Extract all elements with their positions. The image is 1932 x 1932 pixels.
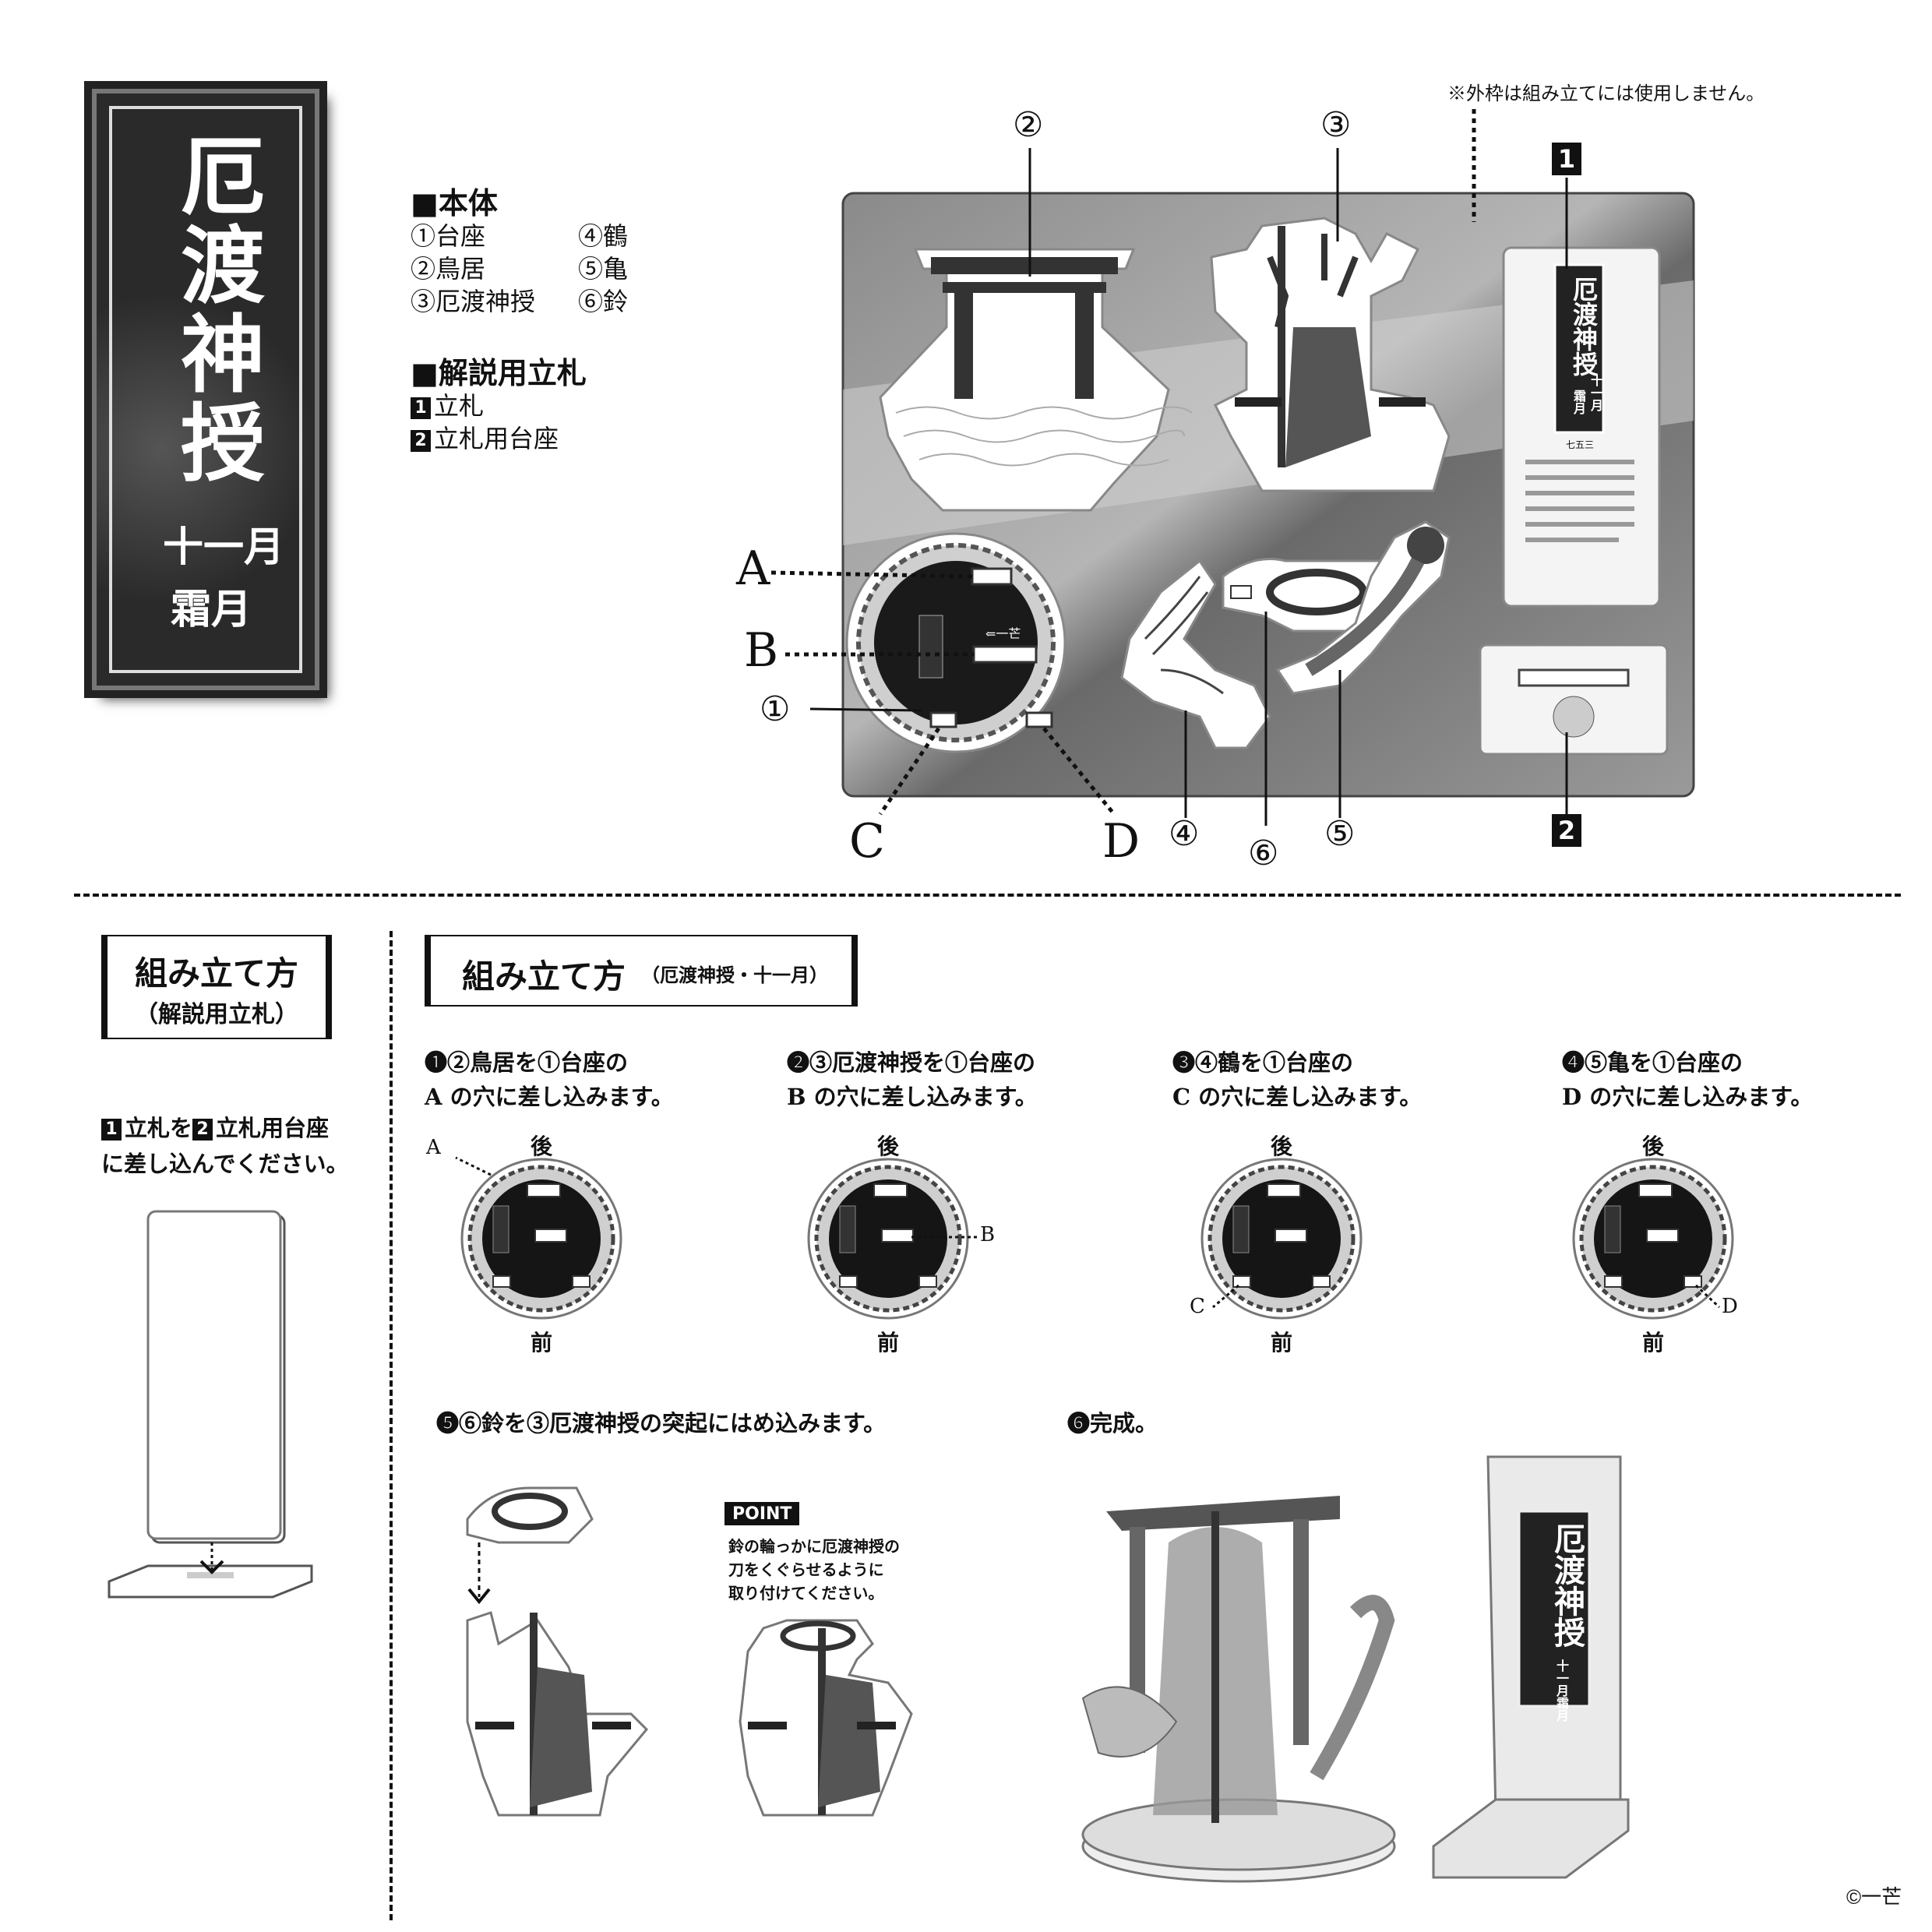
title-card-title: 厄渡神授 [167, 132, 265, 488]
base-diagram-4 [1572, 1158, 1734, 1320]
point-text: 鈴の輪っかに厄渡神授の 刀をくぐらせるように 取り付けてください。 [728, 1537, 900, 1602]
callout-1: ① [760, 689, 791, 729]
base-diagram-2 [807, 1158, 980, 1320]
step-2-text: ❷③厄渡神授を①台座の B の穴に差し込みます。 [787, 1049, 1038, 1110]
front-label: 前 [1642, 1330, 1665, 1356]
step-3-text: ❸④鶴を①台座の C の穴に差し込みます。 [1172, 1049, 1423, 1110]
stand-step-num: 1 [101, 1119, 122, 1141]
step-4-text: ❹⑤亀を①台座の D の穴に差し込みます。 [1562, 1049, 1814, 1110]
callout-sq2: 2 [1552, 814, 1581, 847]
copyright: ©一芒 [1846, 1885, 1902, 1909]
hole-letter: C [1190, 1295, 1205, 1318]
back-label: 後 [1271, 1133, 1293, 1159]
part-item: ③厄渡神授 [411, 287, 536, 316]
hole-letter: B [980, 1223, 996, 1246]
part-item: ⑤亀 [578, 254, 629, 284]
label-b: B [744, 623, 779, 678]
label-c: C [849, 814, 885, 869]
back-label: 後 [877, 1133, 900, 1159]
hole-letter: A [426, 1136, 441, 1159]
main-assembly-heading: 組み立て方 （厄渡神授・十一月） [425, 935, 858, 1007]
column-divider [390, 931, 393, 1920]
acrylic-sheet-diagram [770, 109, 1695, 826]
title-card-month: 十一月 [163, 524, 285, 571]
title-card-month-name: 霜月 [171, 586, 252, 633]
base-diagram-1 [455, 1156, 622, 1320]
front-label: 前 [877, 1330, 900, 1356]
stand-num: 2 [411, 429, 431, 452]
back-label: 後 [1642, 1133, 1665, 1159]
label-a: A [736, 541, 770, 596]
step-5-diagram [466, 1486, 913, 1817]
part-item: ⑥鈴 [578, 287, 629, 316]
completed-figure [1081, 1455, 1630, 1883]
sheet-stand-footer: 七五三 [1566, 439, 1595, 450]
step-1-text: ❶②鳥居を①台座の A の穴に差し込みます。 [425, 1049, 674, 1110]
callout-sq1: 1 [1552, 143, 1581, 175]
base-diagram-3 [1200, 1158, 1363, 1320]
stand-step-num: 2 [192, 1119, 213, 1141]
part-item: ①台座 [411, 221, 486, 251]
hole-letter: D [1722, 1295, 1738, 1318]
section-divider [74, 894, 1901, 897]
front-label: 前 [1271, 1330, 1293, 1356]
callout-5: ⑤ [1324, 814, 1356, 854]
front-label: 前 [531, 1330, 553, 1356]
part-item: ②鳥居 [411, 254, 486, 284]
sheet-stand-month: 十一月 [1588, 374, 1603, 411]
stand-diagram [108, 1210, 313, 1599]
step-6-text: ❻完成。 [1067, 1410, 1158, 1437]
label-d: D [1102, 814, 1141, 869]
stand-item: 立札 [434, 391, 485, 421]
sheet-stand-title: 厄渡神授 [1569, 277, 1599, 376]
parts-heading-stand: ■解説用立札 [411, 355, 587, 390]
callout-3: ③ [1320, 105, 1352, 145]
stand-assembly-heading: 組み立て方 （解説用立札） [101, 935, 332, 1039]
stand-item: 立札用台座 [434, 424, 559, 453]
callout-2: ② [1013, 105, 1044, 145]
point-label: POINT [732, 1504, 792, 1524]
back-label: 後 [531, 1133, 553, 1159]
stand-step-text1: 立札用台座 [216, 1115, 330, 1141]
stand-subheading: （解説用立札） [135, 1001, 298, 1028]
part-item: ④鶴 [578, 221, 629, 251]
main-subheading: （厄渡神授・十一月） [641, 964, 828, 986]
stand-num: 1 [411, 397, 431, 419]
parts-heading-body: ■本体 [411, 185, 498, 220]
callout-4: ④ [1169, 814, 1200, 854]
stand-step-text2: に差し込んでください。 [101, 1151, 349, 1177]
step-5-text: ❺⑥鈴を③厄渡神授の突起にはめ込みます。 [436, 1410, 887, 1437]
base-caption: ⇐一芒 [985, 626, 1021, 641]
callout-6: ⑥ [1248, 834, 1279, 873]
stand-step-mid: 立札を [125, 1115, 193, 1141]
stand-heading: 組み立て方 [134, 954, 298, 992]
completed-stand-month: 十一月霜月 [1554, 1659, 1569, 1722]
sheet-note: ※外枠は組み立てには使用しません。 [1447, 83, 1765, 104]
sheet-stand-month-name: 霜月 [1571, 390, 1586, 414]
title-card: 厄渡神授 十一月 霜月 [92, 89, 319, 690]
main-heading: 組み立て方 [462, 957, 626, 996]
completed-stand-title: 厄渡神授 [1549, 1523, 1585, 1648]
